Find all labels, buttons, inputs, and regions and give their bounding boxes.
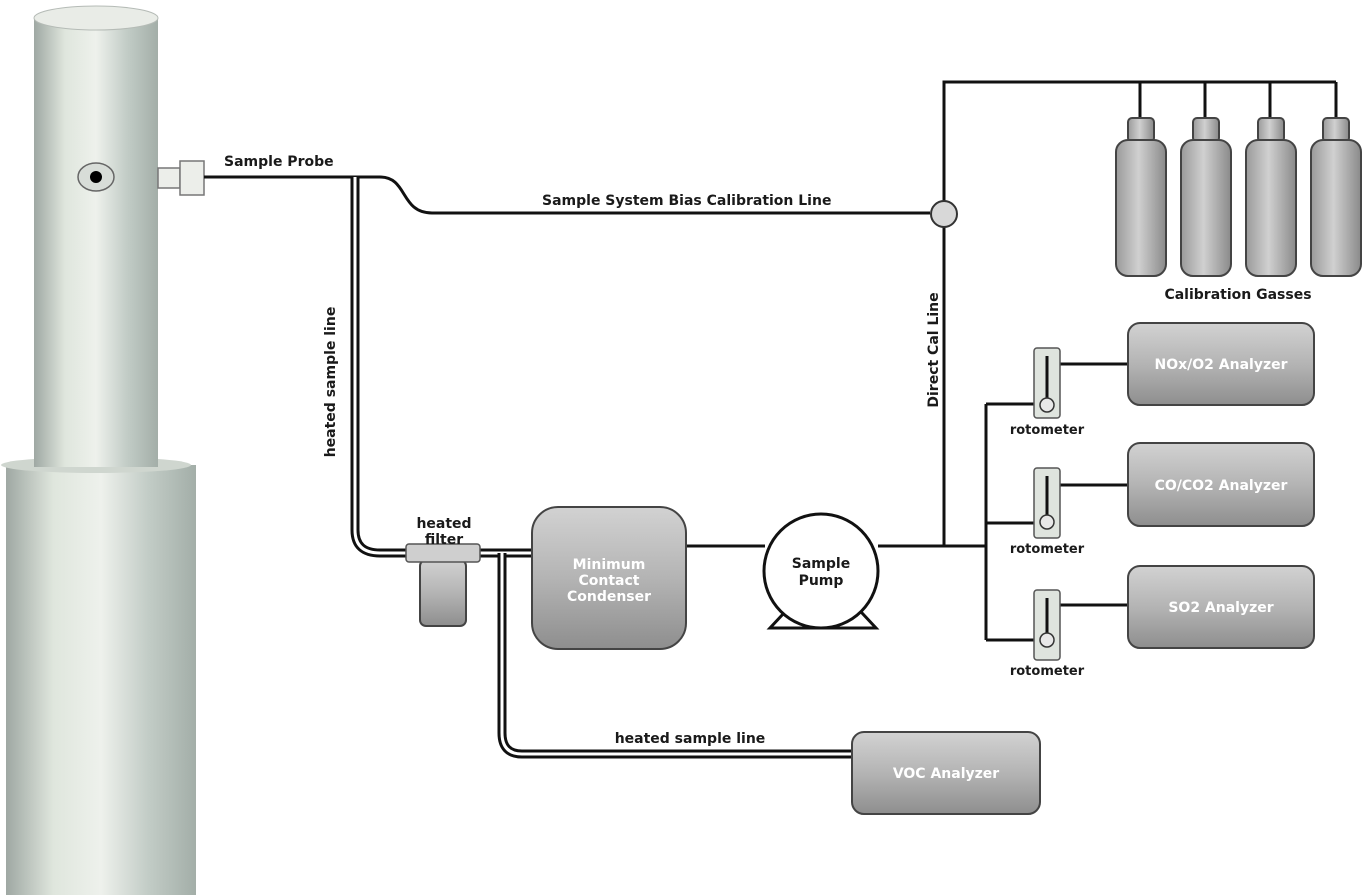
calibration-manifold [942, 80, 1338, 202]
sample-probe-label: Sample Probe [224, 154, 334, 170]
heated-filter-label-line2: filter [425, 532, 463, 548]
gas-cylinder [1310, 117, 1362, 277]
direct-cal-line-label: Direct Cal Line [926, 292, 942, 407]
calibration-valve [930, 200, 958, 228]
sample-pump-label-line1: Sample [792, 556, 850, 572]
condenser-label-line1: Minimum [573, 557, 646, 573]
condenser-label-line2: Contact [579, 573, 640, 589]
bias-calibration-line-label: Sample System Bias Calibration Line [542, 193, 831, 209]
heated-sample-line-horizontal [497, 553, 852, 759]
heated-filter-label-line1: heated [416, 516, 471, 532]
rotometer [1033, 467, 1061, 539]
co-co2-analyzer [1127, 442, 1315, 527]
stack [1, 5, 196, 895]
gas-cylinder [1180, 117, 1232, 277]
main-flow-line [686, 362, 1128, 642]
heated-sample-line-vertical-label: heated sample line [323, 307, 339, 458]
minimum-contact-condenser [531, 506, 687, 650]
gas-cylinder [1115, 117, 1167, 277]
nox-o2-analyzer [1127, 322, 1315, 406]
calibration-gas-cylinders [1115, 117, 1362, 277]
condenser-label-line3: Condenser [567, 589, 651, 605]
sample-port [77, 162, 115, 192]
rotometer-label: rotometer [1010, 423, 1085, 438]
nox-o2-analyzer-label: NOx/O2 Analyzer [1155, 357, 1288, 373]
co-co2-analyzer-label: CO/CO2 Analyzer [1155, 478, 1288, 494]
so2-analyzer-label: SO2 Analyzer [1168, 600, 1273, 616]
sample-pump [762, 512, 880, 630]
rotometer [1033, 589, 1061, 661]
rotometer-label: rotometer [1010, 542, 1085, 557]
voc-analyzer-label: VOC Analyzer [893, 766, 999, 782]
gas-cylinder [1245, 117, 1297, 277]
voc-analyzer [851, 731, 1041, 815]
calibration-gasses-label: Calibration Gasses [1164, 287, 1311, 303]
rotometer-label: rotometer [1010, 664, 1085, 679]
rotometer [1033, 347, 1061, 419]
heated-sample-line-horizontal-label: heated sample line [615, 731, 766, 747]
heated-filter [405, 543, 481, 627]
heated-sample-line-vertical [350, 177, 410, 558]
sample-probe-line [204, 175, 930, 215]
probe-fitting [157, 160, 205, 196]
sample-pump-label-line2: Pump [799, 573, 844, 589]
so2-analyzer [1127, 565, 1315, 649]
